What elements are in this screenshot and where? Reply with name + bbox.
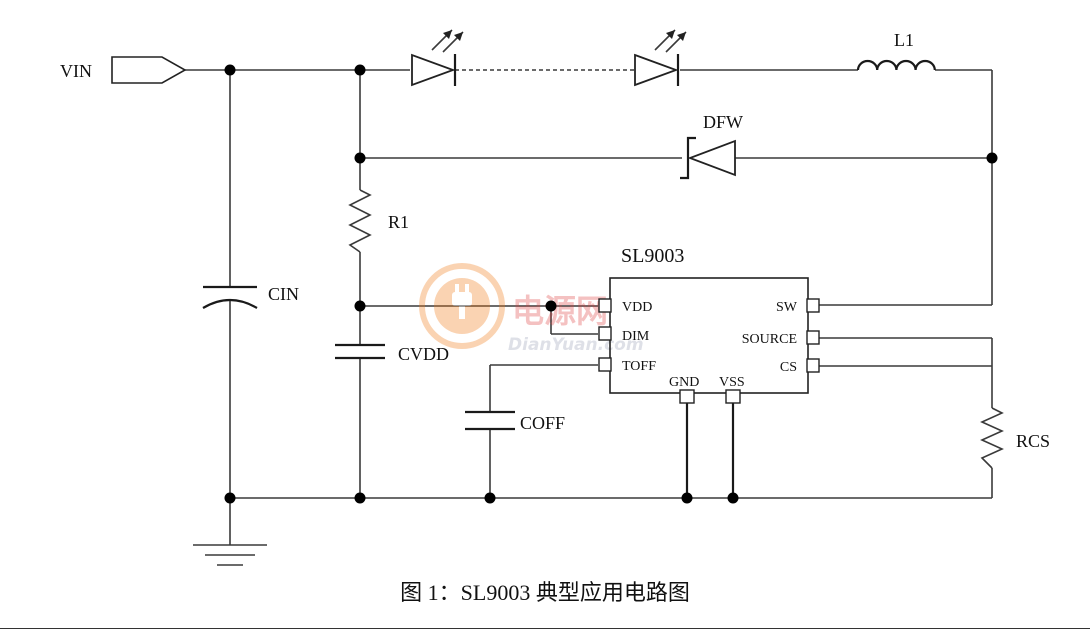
junction-dot xyxy=(484,492,496,504)
junction-dot xyxy=(224,492,236,504)
pin-vdd-label: VDD xyxy=(622,300,652,315)
capacitor-cin: CIN xyxy=(202,284,299,309)
pin-cs-label: CS xyxy=(780,360,797,375)
rcs-label: RCS xyxy=(1016,431,1050,451)
pin-sw xyxy=(806,298,820,313)
capacitor-coff: COFF xyxy=(465,410,565,433)
diode-dfw: DFW xyxy=(680,112,743,180)
led-2 xyxy=(634,29,687,87)
capacitor-cvdd: CVDD xyxy=(335,343,449,364)
junction-dots xyxy=(224,64,998,504)
l1-label: L1 xyxy=(894,30,914,50)
pin-sw-label: SW xyxy=(776,300,798,315)
junction-dot xyxy=(681,492,693,504)
pin-dim xyxy=(598,326,612,341)
junction-dot xyxy=(986,152,998,164)
junction-dot xyxy=(354,300,366,312)
watermark-cn-text: 电源网 xyxy=(512,292,608,330)
inductor-l1: L1 xyxy=(856,30,936,71)
pin-source xyxy=(806,330,820,345)
pin-source-label: SOURCE xyxy=(742,332,797,347)
cin-label: CIN xyxy=(268,284,299,304)
pin-toff xyxy=(598,357,612,372)
junction-dot xyxy=(727,492,739,504)
pin-toff-label: TOFF xyxy=(622,359,656,374)
pin-vss-label: VSS xyxy=(719,375,745,390)
pin-cs xyxy=(806,358,820,373)
chip-title: SL9003 xyxy=(621,245,684,267)
pin-dim-label: DIM xyxy=(622,329,650,344)
pin-vss xyxy=(725,389,741,404)
r1-label: R1 xyxy=(388,212,409,232)
junction-dot xyxy=(354,64,366,76)
resistor-r1: R1 xyxy=(348,189,409,253)
ic-sl9003: SL9003 VDD DIM TOFF GND VSS SW SOURCE CS xyxy=(598,245,820,404)
pin-vdd xyxy=(598,298,612,313)
cvdd-label: CVDD xyxy=(398,344,449,364)
junction-dot xyxy=(354,492,366,504)
junction-dot xyxy=(545,300,557,312)
ground-symbol xyxy=(193,544,267,566)
vin-connector: VIN xyxy=(60,56,187,84)
junction-dot xyxy=(224,64,236,76)
divider xyxy=(0,628,1090,629)
figure-caption: 图 1：SL9003 典型应用电路图 xyxy=(400,580,690,605)
resistor-rcs: RCS xyxy=(980,407,1050,469)
led-1 xyxy=(411,29,464,87)
vin-label: VIN xyxy=(60,61,92,81)
junction-dot xyxy=(354,152,366,164)
pin-gnd-label: GND xyxy=(669,375,699,390)
coff-label: COFF xyxy=(520,413,565,433)
pin-gnd xyxy=(679,389,695,404)
dfw-label: DFW xyxy=(703,112,743,132)
